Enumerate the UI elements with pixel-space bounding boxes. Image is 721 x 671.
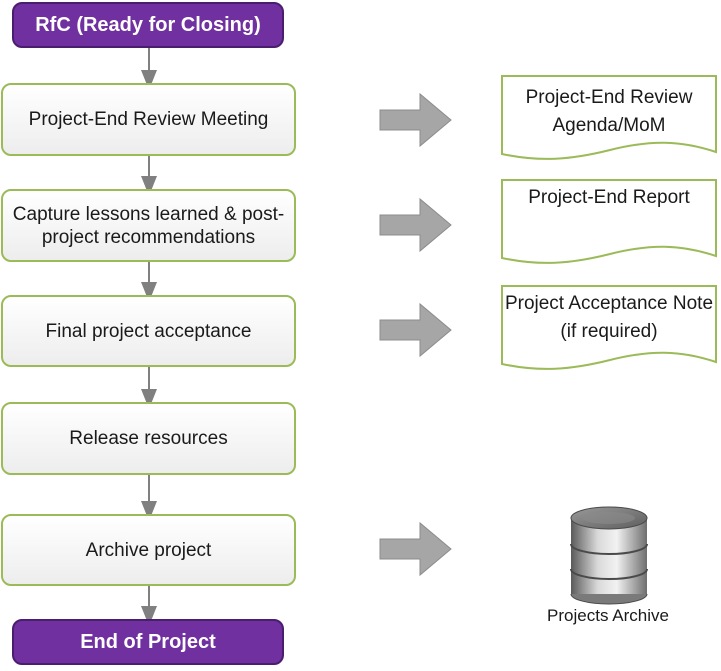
step-final-acceptance: Final project acceptance — [1, 295, 296, 367]
step-archive-project: Archive project — [1, 514, 296, 586]
output-doc-3-shape — [501, 285, 717, 370]
step-project-end-review: Project-End Review Meeting — [1, 83, 296, 156]
output-doc-1-label: Project-End Review Agenda/MoM — [525, 87, 693, 136]
end-terminal: End of Project — [12, 619, 284, 665]
step-capture-lessons: Capture lessons learned & post-project r… — [1, 189, 296, 262]
database-icon — [570, 506, 648, 605]
block-arrow-4 — [379, 521, 452, 577]
output-doc-2-label: Project-End Report — [528, 187, 690, 208]
projects-archive-label: Projects Archive — [547, 606, 669, 625]
start-terminal: RfC (Ready for Closing) — [12, 2, 284, 48]
step-release-resources: Release resources — [1, 402, 296, 475]
block-arrow-1 — [379, 92, 452, 148]
block-arrow-2 — [379, 197, 452, 253]
output-doc-2-shape — [501, 179, 717, 264]
block-arrow-3 — [379, 302, 452, 358]
output-doc-1-shape — [501, 75, 717, 160]
output-doc-3-label: Project Acceptance Note (if required) — [504, 293, 714, 342]
